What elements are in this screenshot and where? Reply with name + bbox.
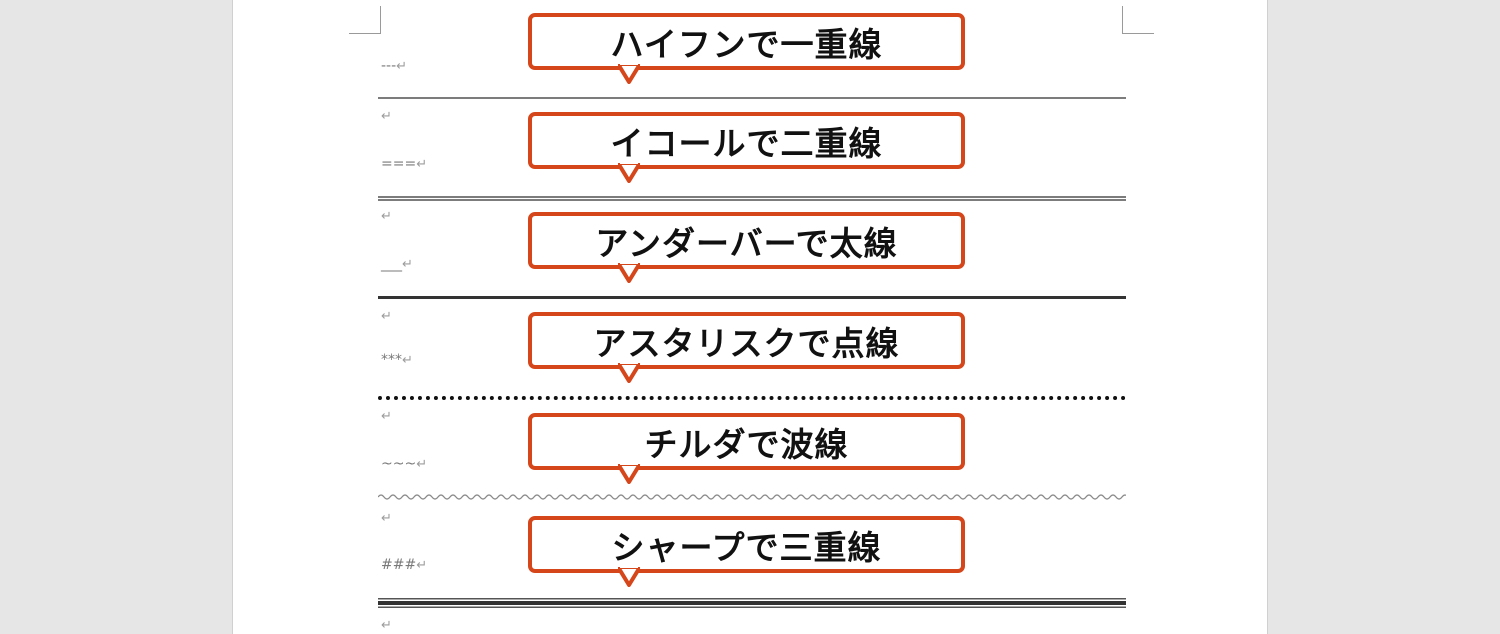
typed-text-tilde[interactable]: ~~~↵	[381, 456, 428, 472]
callout-equals-double-line: イコールで二重線	[528, 112, 965, 183]
paragraph-mark-icon: ↵	[381, 409, 392, 424]
border-line-thick	[378, 296, 1126, 299]
typed-text-asterisk[interactable]: ***↵	[381, 352, 413, 368]
callout-pointer	[618, 567, 640, 587]
callout-label: チルダで波線	[644, 424, 849, 464]
callout-hash-triple-line: シャープで三重線	[528, 516, 965, 587]
border-line-single	[378, 97, 1126, 99]
empty-paragraph[interactable]: ↵	[381, 308, 392, 325]
callout-label: イコールで二重線	[610, 123, 883, 163]
border-line-double	[378, 196, 1126, 201]
paragraph-mark-icon: ↵	[381, 618, 392, 633]
paragraph-mark-icon: ↵	[381, 109, 392, 124]
callout-asterisk-dotted-line: アスタリスクで点線	[528, 312, 965, 383]
callout-label: ハイフンで一重線	[610, 24, 883, 64]
crop-mark-top-right	[1122, 6, 1154, 34]
document-page: ---↵ ↵ ===↵ ↵ ___↵ ↵ ***↵ ↵ ~~~↵ ↵ ###↵ …	[232, 0, 1268, 634]
callout-pointer	[618, 464, 640, 484]
paragraph-mark-icon: ↵	[396, 59, 408, 74]
border-line-triple	[378, 598, 1126, 608]
border-line-dotted	[378, 396, 1126, 400]
border-line-wave	[378, 494, 1126, 500]
paragraph-mark-icon: ↵	[402, 353, 413, 368]
callout-pointer	[618, 64, 640, 84]
empty-paragraph[interactable]: ↵	[381, 408, 392, 425]
paragraph-mark-icon: ↵	[416, 457, 428, 472]
empty-paragraph[interactable]: ↵	[381, 208, 392, 225]
callout-tilde-wave-line: チルダで波線	[528, 413, 965, 484]
paragraph-mark-icon: ↵	[416, 558, 428, 573]
paragraph-mark-icon: ↵	[402, 257, 413, 272]
empty-paragraph[interactable]: ↵	[381, 510, 392, 527]
crop-mark-top-left	[349, 6, 381, 34]
typed-text-hash[interactable]: ###↵	[381, 557, 428, 573]
empty-paragraph[interactable]: ↵	[381, 617, 392, 634]
paragraph-mark-icon: ↵	[381, 511, 392, 526]
paragraph-mark-icon: ↵	[416, 157, 428, 172]
typed-text-equals[interactable]: ===↵	[381, 156, 428, 172]
callout-pointer	[618, 263, 640, 283]
empty-paragraph[interactable]: ↵	[381, 108, 392, 125]
callout-label: アスタリスクで点線	[593, 323, 900, 363]
paragraph-mark-icon: ↵	[381, 209, 392, 224]
callout-label: アンダーバーで太線	[595, 223, 898, 263]
callout-underscore-thick-line: アンダーバーで太線	[528, 212, 965, 283]
typed-text-hyphen[interactable]: ---↵	[381, 58, 408, 74]
typed-text-underscore[interactable]: ___↵	[381, 256, 413, 272]
callout-pointer	[618, 363, 640, 383]
callout-pointer	[618, 163, 640, 183]
callout-hyphen-single-line: ハイフンで一重線	[528, 13, 965, 84]
paragraph-mark-icon: ↵	[381, 309, 392, 324]
callout-label: シャープで三重線	[611, 527, 882, 567]
